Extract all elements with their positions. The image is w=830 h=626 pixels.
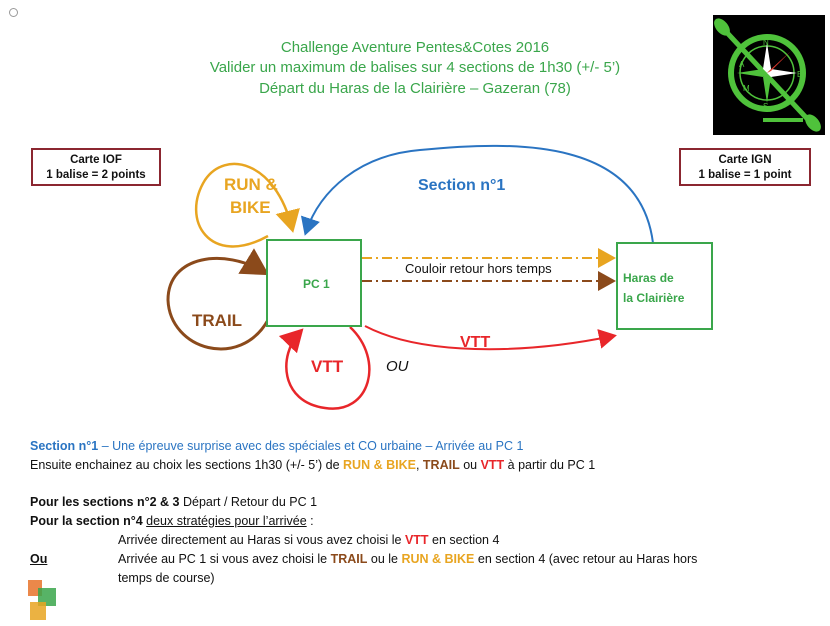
strategy-2-line: Arrivée au PC 1 si vous avez choisi le T… (118, 551, 697, 568)
ou-label: OU (386, 358, 409, 375)
legend-ign-box: Carte IGN 1 balise = 1 point (679, 148, 811, 186)
section1-label: Section n°1 (418, 177, 505, 194)
choice-line: Ensuite enchainez au choix les sections … (30, 457, 595, 474)
trail-loop (166, 248, 270, 351)
sections-2-3-heading: Pour les sections n°2 & 3 (30, 495, 180, 509)
strategy-1-line: Arrivée directement au Haras si vous ave… (118, 532, 499, 549)
section1-detail: – Une épreuve surprise avec des spéciale… (98, 439, 524, 453)
window-corner-icon (9, 8, 18, 17)
legend-ign-value: 1 balise = 1 point (698, 169, 792, 181)
section4-line: Pour la section n°4 deux stratégies pour… (30, 513, 314, 530)
strategy-2-trail: TRAIL (330, 552, 368, 566)
sections-2-3-detail: Départ / Retour du PC 1 (179, 495, 318, 509)
couloir-label: Couloir retour hors temps (405, 261, 552, 276)
ou-heading: Ou (30, 552, 48, 566)
pc1-box (266, 239, 362, 327)
strategy-2-ou: ou le (367, 552, 402, 566)
section4-heading: Pour la section n°4 (30, 514, 143, 528)
run-bike-label-1: RUN & (224, 175, 278, 194)
strategy-1-end: en section 4 (428, 533, 500, 547)
section4-strategies: deux stratégies pour l’arrivée (146, 514, 307, 528)
legend-iof-value: 1 balise = 2 points (46, 169, 146, 181)
choice-end: à partir du PC 1 (504, 458, 596, 472)
logo-letter-e: E (797, 70, 802, 79)
header-line-2: Valider un maximum de balises sur 4 sect… (209, 59, 621, 76)
strategy-1-vtt: VTT (404, 533, 429, 547)
course-diagram: PC 1 Haras de la Clairière Section n°1 R… (166, 144, 713, 410)
legend-iof-box: Carte IOF 1 balise = 2 points (31, 148, 161, 186)
compass-logo: N S E A M (713, 15, 825, 135)
section1-description: Section n°1 – Une épreuve surprise avec … (30, 438, 523, 455)
choice-sep: , (415, 458, 423, 472)
logo-letter-m: M (743, 84, 750, 93)
choice-ou: ou (459, 458, 481, 472)
haras-label-1: Haras de (623, 271, 674, 285)
pc1-label: PC 1 (303, 277, 330, 291)
logo-letter-a: A (739, 60, 745, 69)
legend-ign-title: Carte IGN (718, 154, 772, 166)
run-bike-label-2: BIKE (230, 198, 271, 217)
strategy-1-text: Arrivée directement au Haras si vous ave… (118, 533, 405, 547)
section1-heading: Section n°1 (30, 439, 99, 453)
strategy-2-text: Arrivée au PC 1 si vous avez choisi le (118, 552, 331, 566)
haras-label-2: la Clairière (623, 291, 685, 305)
section1-arrow (300, 144, 654, 244)
haras-box (616, 242, 713, 330)
trail-label: TRAIL (192, 311, 242, 330)
header-line-3: Départ du Haras de la Clairière – Gazera… (259, 80, 571, 97)
logo-letter-s: S (763, 102, 768, 111)
choice-text: Ensuite enchainez au choix les sections … (30, 458, 344, 472)
choice-run-bike: RUN & BIKE (343, 458, 416, 472)
strategy-2-continuation: temps de course) (118, 571, 215, 585)
vtt-arrow-label: VTT (460, 334, 490, 351)
strategy-2-run-bike: RUN & BIKE (401, 552, 475, 566)
logo-letter-n: N (763, 38, 769, 47)
header-line-1: Challenge Aventure Pentes&Cotes 2016 (280, 39, 550, 56)
vtt-loop-label: VTT (311, 357, 344, 376)
vtt-arrow (364, 325, 617, 351)
vtt-loop (278, 326, 371, 410)
club-logo (26, 578, 62, 621)
section4-colon: : (306, 514, 314, 528)
choice-vtt: VTT (480, 458, 505, 472)
strategy-2-end: en section 4 (avec retour au Haras hors (474, 552, 698, 566)
legend-iof-title: Carte IOF (70, 154, 122, 166)
choice-trail: TRAIL (422, 458, 460, 472)
run-bike-loop (194, 162, 300, 248)
sections-2-3-line: Pour les sections n°2 & 3 Départ / Retou… (30, 494, 317, 511)
